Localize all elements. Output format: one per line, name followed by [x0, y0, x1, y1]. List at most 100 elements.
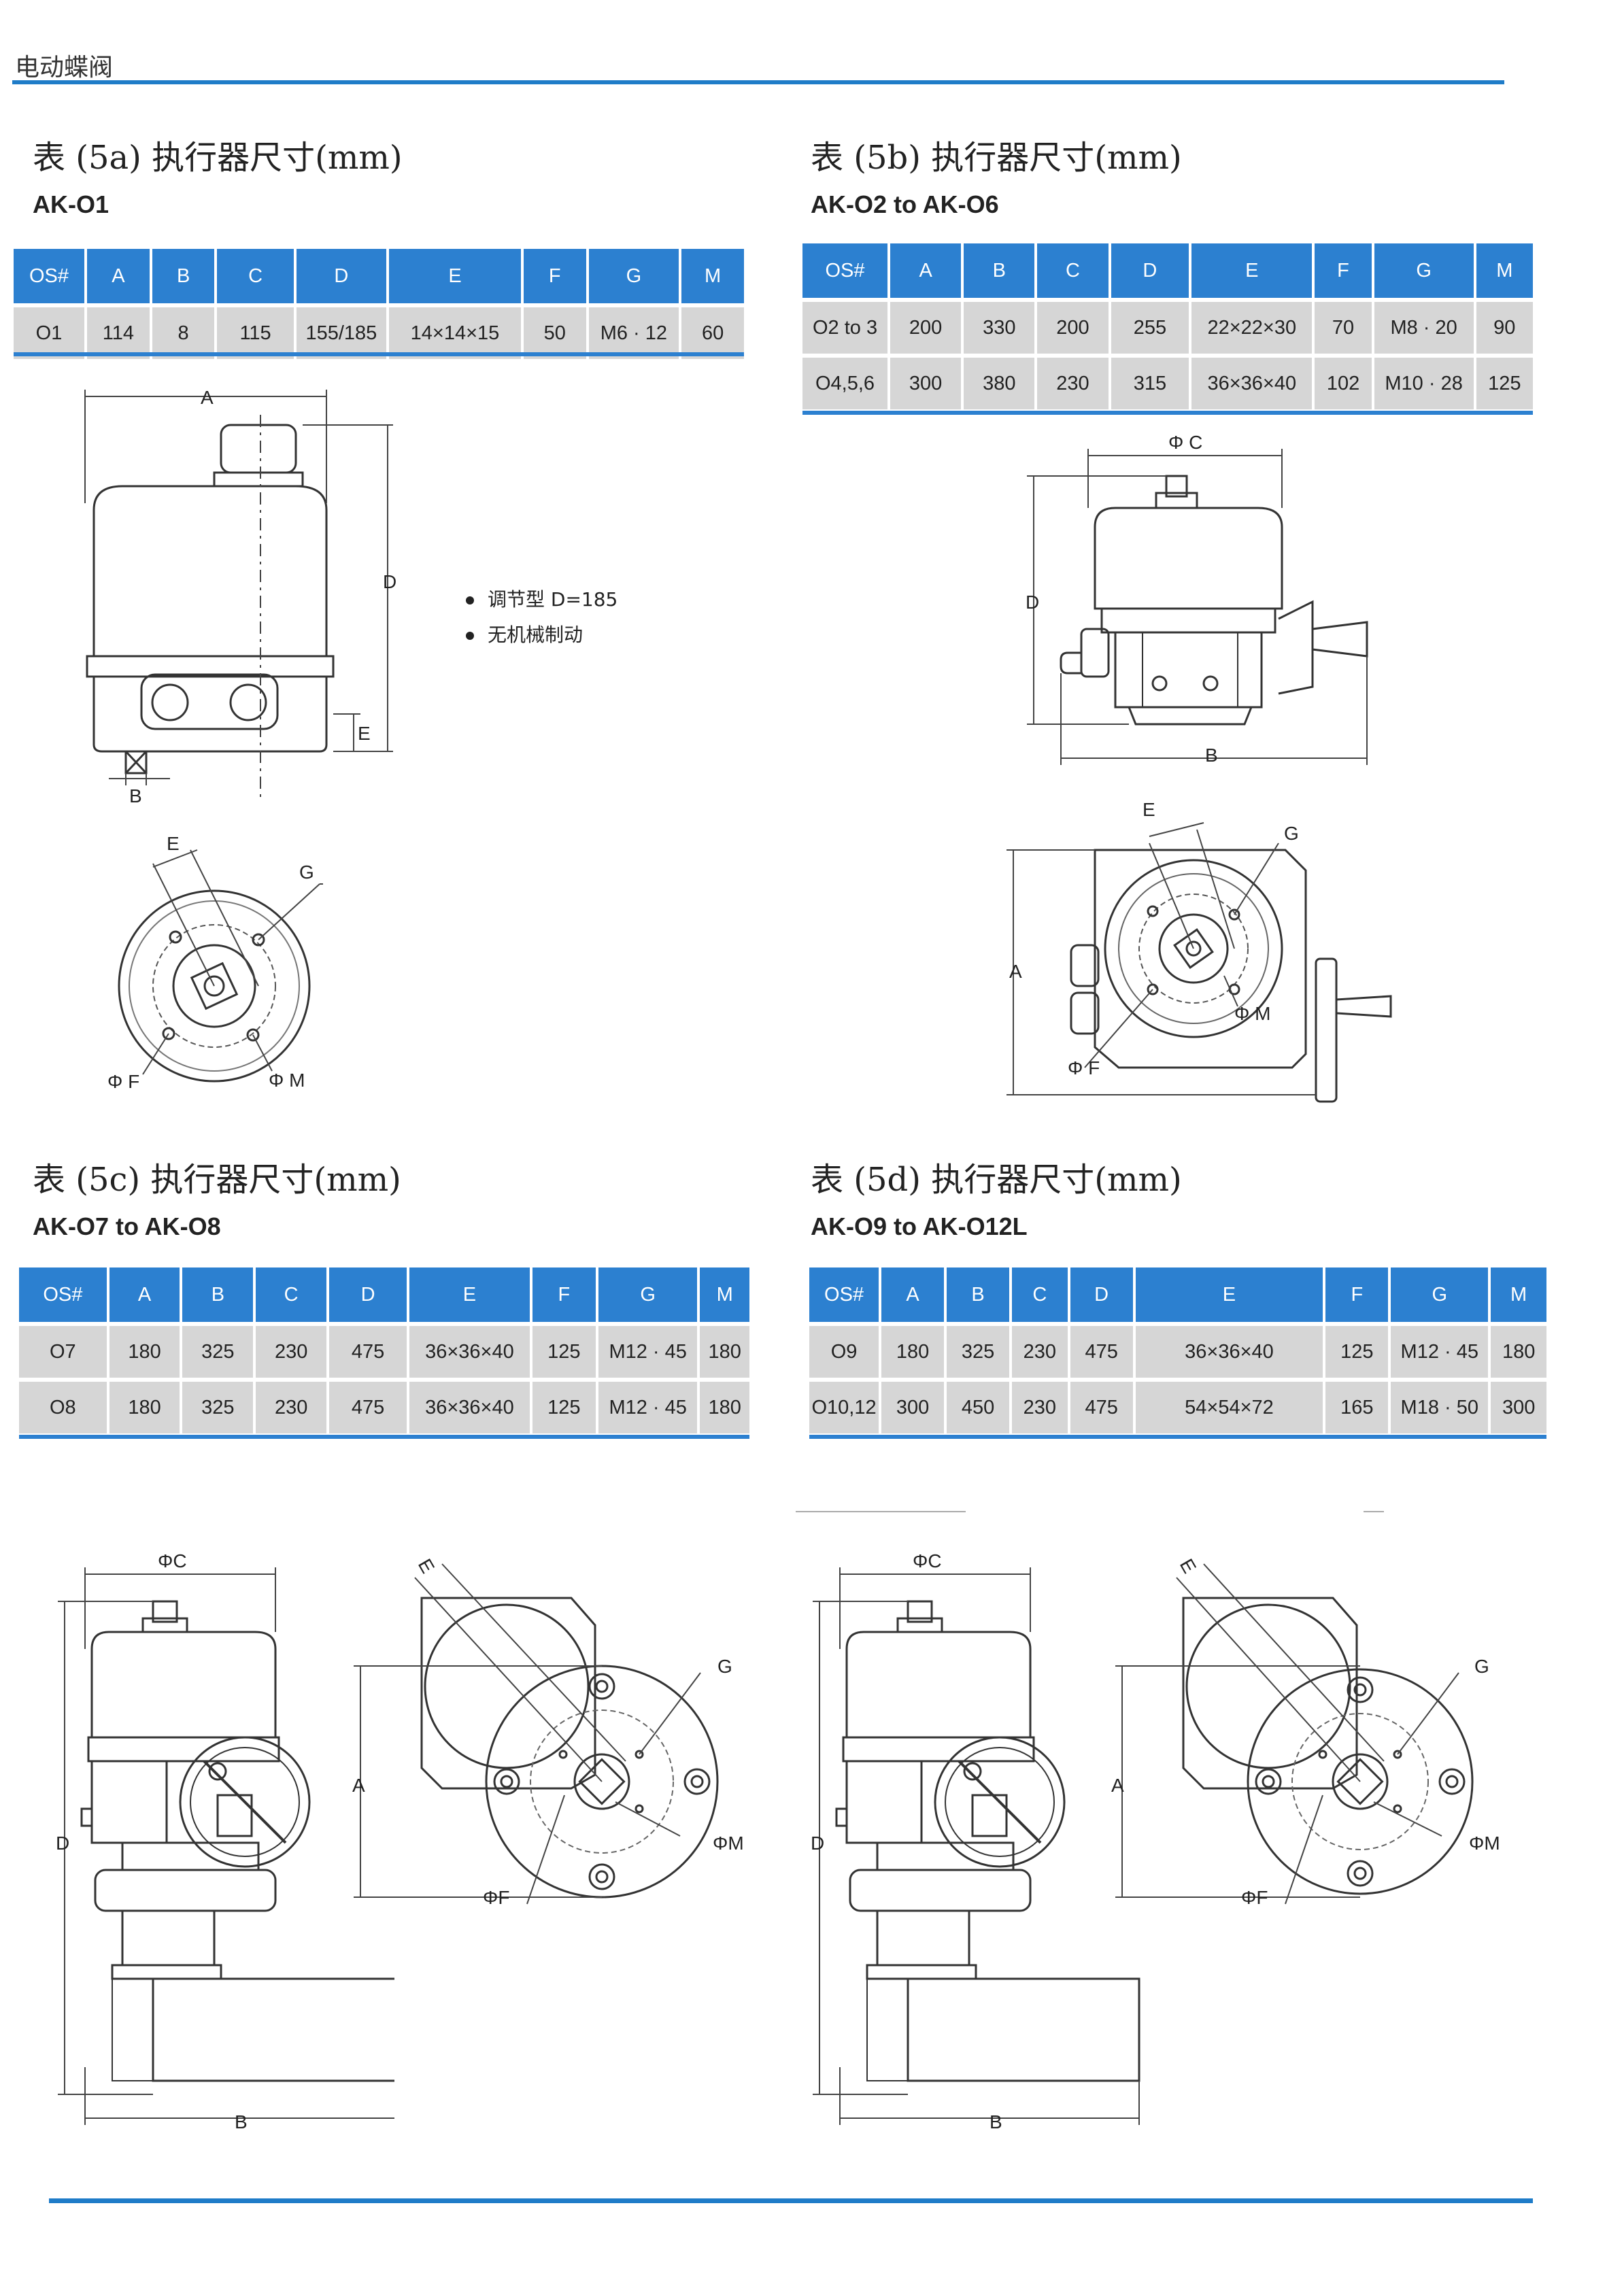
- table-cell: 475: [329, 1378, 407, 1433]
- table-cell: 200: [890, 298, 962, 354]
- dim-label-phi-m: ΦM: [713, 1833, 744, 1854]
- column-header: OS#: [809, 1267, 879, 1322]
- column-header: A: [109, 1267, 180, 1322]
- table-cell: M18 · 50: [1391, 1378, 1489, 1433]
- table-cell: 50: [523, 303, 586, 359]
- table-cell: 300: [1491, 1378, 1546, 1433]
- table-cell: 8: [152, 303, 215, 359]
- table-cell: 36×36×40: [1191, 354, 1313, 409]
- column-header: A: [890, 243, 962, 298]
- column-header: M: [681, 249, 744, 303]
- table-cell: M12 · 45: [1391, 1322, 1489, 1378]
- table-cell: 450: [947, 1378, 1009, 1433]
- dim-label-d: D: [383, 571, 396, 592]
- section-5b-model: AK-O2 to AK-O6: [811, 190, 999, 218]
- dim-label-e: E: [1143, 799, 1155, 820]
- column-header: M: [1476, 243, 1533, 298]
- section-5a-title: 表 (5a) 执行器尺寸(mm): [33, 139, 403, 177]
- table-cell: 125: [1325, 1322, 1389, 1378]
- drawing-5d-side: ΦC D B: [811, 1550, 1140, 2132]
- table-cell: 180: [700, 1322, 749, 1378]
- column-header: D: [1070, 1267, 1133, 1322]
- drawing-5b-top: E G A Φ M Φ F: [1006, 799, 1392, 1103]
- dim-label-d: D: [56, 1833, 69, 1854]
- table-cell: 54×54×72: [1135, 1378, 1323, 1433]
- dim-label-phi-f: Φ F: [107, 1071, 139, 1092]
- column-header: D: [296, 249, 387, 303]
- table-cell: 180: [109, 1378, 180, 1433]
- section-5d-title: 表 (5d) 执行器尺寸(mm): [811, 1161, 1182, 1199]
- dim-label-phi-f: Φ F: [1068, 1057, 1100, 1078]
- column-header: A: [86, 249, 150, 303]
- column-header: E: [389, 249, 521, 303]
- table-cell: M6 · 12: [588, 303, 679, 359]
- drawing-5b-side: Φ C D B: [1026, 432, 1368, 766]
- table-cell: 300: [881, 1378, 945, 1433]
- table-cell: M8 · 20: [1374, 298, 1474, 354]
- column-header: M: [700, 1267, 749, 1322]
- column-header: A: [881, 1267, 945, 1322]
- page-header-title: 电动蝶阀: [15, 54, 114, 82]
- dim-label-g: G: [1284, 823, 1299, 844]
- table-cell: O10,12: [809, 1378, 879, 1433]
- column-header: C: [1037, 243, 1109, 298]
- table-cell: 60: [681, 303, 744, 359]
- column-header: B: [947, 1267, 1009, 1322]
- dim-label-b: B: [129, 785, 142, 806]
- table-cell: 102: [1315, 354, 1372, 409]
- column-header: F: [1315, 243, 1372, 298]
- dim-label-phi-f: ΦF: [483, 1887, 509, 1908]
- column-header: F: [523, 249, 586, 303]
- column-header: G: [588, 249, 679, 303]
- table-5c-bottom-rule: [19, 1435, 749, 1439]
- column-header: B: [152, 249, 215, 303]
- table-cell: 255: [1111, 298, 1189, 354]
- table-cell: 325: [182, 1378, 254, 1433]
- table-cell: 380: [964, 354, 1035, 409]
- column-header: M: [1491, 1267, 1546, 1322]
- drawing-5c-side: ΦC D B: [56, 1550, 394, 2132]
- column-header: D: [329, 1267, 407, 1322]
- column-header: G: [1374, 243, 1474, 298]
- table-cell: 180: [700, 1378, 749, 1433]
- dim-label-d: D: [1026, 592, 1039, 613]
- column-header: B: [964, 243, 1035, 298]
- dim-label-phi-c: Φ C: [1168, 432, 1202, 453]
- table-cell: M12 · 45: [598, 1322, 698, 1378]
- table-cell: O8: [19, 1378, 107, 1433]
- dim-label-e: E: [167, 833, 180, 854]
- dim-label-g: G: [299, 862, 314, 883]
- section-5c-title: 表 (5c) 执行器尺寸(mm): [33, 1161, 401, 1199]
- dim-label-b: B: [235, 2111, 248, 2132]
- section-5d-model: AK-O9 to AK-O12L: [811, 1212, 1028, 1240]
- column-header: OS#: [802, 243, 888, 298]
- column-header: C: [256, 1267, 327, 1322]
- table-cell: O7: [19, 1322, 107, 1378]
- table-cell: 22×22×30: [1191, 298, 1313, 354]
- dim-label-b: B: [1205, 745, 1218, 766]
- table-cell: 475: [329, 1322, 407, 1378]
- dim-label-d: D: [811, 1833, 824, 1854]
- table-cell: 180: [109, 1322, 180, 1378]
- column-header: C: [1011, 1267, 1068, 1322]
- dim-label-a: A: [352, 1775, 365, 1796]
- table-cell: 230: [256, 1378, 327, 1433]
- table-cell: 115: [217, 303, 294, 359]
- dim-label-e: E: [1176, 1555, 1200, 1577]
- table-cell: M10 · 28: [1374, 354, 1474, 409]
- table-cell: 330: [964, 298, 1035, 354]
- column-header: F: [532, 1267, 596, 1322]
- faint-rule-right: [1364, 1511, 1384, 1512]
- note-item-2: 无机械制动: [466, 620, 583, 647]
- dim-label-phi-c: ΦC: [158, 1550, 187, 1571]
- column-header: B: [182, 1267, 254, 1322]
- column-header: D: [1111, 243, 1189, 298]
- dim-label-phi-f: ΦF: [1241, 1887, 1268, 1908]
- dim-label-e: E: [358, 723, 371, 744]
- note-item-1: 调节型 D=185: [466, 585, 618, 612]
